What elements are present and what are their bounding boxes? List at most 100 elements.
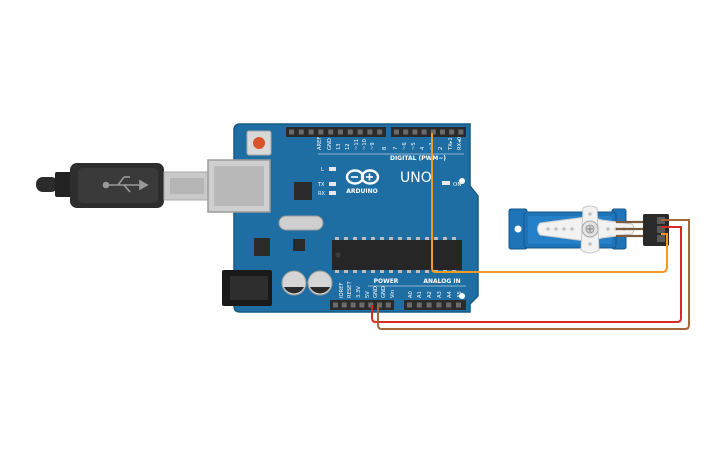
- header-hole[interactable]: [341, 302, 347, 308]
- reset-button[interactable]: [246, 130, 272, 156]
- header-hole[interactable]: [359, 302, 365, 308]
- signal-wire[interactable]: [431, 133, 668, 273]
- digital-pin-label: 13: [336, 143, 342, 150]
- arduino-logo-icon: [345, 169, 380, 185]
- digital-pin-label: GND: [327, 138, 333, 150]
- header-hole[interactable]: [403, 129, 409, 135]
- power-section-label: POWER: [374, 278, 399, 285]
- header-hole[interactable]: [357, 129, 363, 135]
- header-hole[interactable]: [385, 302, 391, 308]
- power-wire[interactable]: [371, 226, 682, 323]
- digital-header-left: [286, 127, 386, 137]
- header-hole[interactable]: [377, 302, 382, 308]
- header-hole[interactable]: [394, 129, 399, 135]
- header-hole[interactable]: [446, 302, 452, 308]
- analog-pin-label: A4: [447, 290, 453, 298]
- header-hole[interactable]: [426, 302, 432, 308]
- servo-mount-hole: [514, 225, 522, 233]
- digital-pin-label: TX▸1: [448, 137, 454, 151]
- capacitor: [281, 270, 307, 296]
- servo-connector-pin: [657, 226, 665, 233]
- digital-pin-label: ~11: [354, 139, 360, 150]
- analog-pin-label: A2: [427, 291, 433, 298]
- header-hole[interactable]: [368, 302, 374, 308]
- analog-section-label: ANALOG IN: [423, 278, 460, 285]
- header-hole[interactable]: [367, 129, 373, 135]
- header-hole[interactable]: [436, 302, 442, 308]
- analog-header: [404, 300, 466, 310]
- header-hole[interactable]: [449, 129, 455, 135]
- digital-pin-label: RX◂0: [457, 137, 463, 150]
- header-hole[interactable]: [328, 129, 334, 135]
- power-jack-face: [230, 276, 268, 300]
- digital-pin-label: 8: [382, 147, 388, 150]
- servo-lead-wires: [616, 220, 643, 238]
- power-pin-label: IOREF: [339, 283, 345, 298]
- header-hole[interactable]: [289, 129, 294, 135]
- usb-cable[interactable]: [36, 163, 211, 208]
- digital-pin-label: ~6: [402, 142, 408, 150]
- header-hole[interactable]: [298, 129, 304, 135]
- digital-section-label: DIGITAL (PWM~): [390, 155, 446, 162]
- digital-header-holes: [289, 129, 464, 135]
- regulator-chip: [254, 238, 270, 256]
- analog-pin-label: A1: [417, 291, 423, 298]
- l-led: [329, 167, 336, 171]
- header-hole[interactable]: [421, 129, 427, 135]
- header-hole[interactable]: [407, 302, 412, 308]
- mounting-hole: [459, 293, 465, 299]
- digital-pin-label: 12: [345, 143, 351, 150]
- servo-motor[interactable]: [508, 205, 669, 254]
- ground-wire[interactable]: [377, 219, 690, 330]
- header-hole[interactable]: [308, 129, 314, 135]
- header-hole[interactable]: [430, 129, 436, 135]
- board-model: UNO: [400, 170, 432, 186]
- header-hole[interactable]: [456, 302, 461, 308]
- microcontroller-chip: [332, 240, 462, 270]
- digital-pin-label: AREF: [317, 137, 323, 150]
- power-pin-label: GND: [381, 286, 387, 298]
- power-pin-label: Vin: [390, 290, 396, 298]
- header-hole[interactable]: [333, 302, 338, 308]
- power-pin-label: 3.3V: [356, 286, 362, 298]
- digital-pin-label: 4: [420, 146, 426, 150]
- header-hole[interactable]: [412, 129, 418, 135]
- power-pin-label: GND: [373, 286, 379, 298]
- mounting-hole: [459, 178, 465, 184]
- header-hole[interactable]: [347, 129, 353, 135]
- usb-cable-collar: [55, 172, 73, 197]
- usb-symbol-icon: [102, 176, 149, 193]
- analog-pin-label: A5: [457, 291, 463, 298]
- header-hole[interactable]: [458, 129, 464, 135]
- digital-pin-label: 2: [438, 147, 444, 150]
- usb-chip: [294, 182, 312, 200]
- bottom-header-holes: [333, 302, 461, 308]
- header-hole[interactable]: [318, 129, 324, 135]
- digital-pin-label: 7: [393, 147, 399, 150]
- usb-plug-metal-shade: [170, 178, 204, 194]
- usb-cable-strain-relief: [36, 177, 58, 192]
- analog-pin-label: A0: [408, 291, 414, 298]
- header-hole[interactable]: [416, 302, 422, 308]
- servo-connector: [643, 214, 669, 246]
- small-chip: [293, 239, 305, 251]
- rx-led-label: RX: [318, 191, 325, 197]
- rx-led: [329, 191, 336, 195]
- digital-pin-label: ~5: [411, 142, 417, 150]
- arduino-logo-text: ARDUINO: [346, 188, 377, 195]
- on-led: [442, 181, 450, 185]
- digital-pin-label: ~10: [362, 139, 368, 150]
- header-hole[interactable]: [440, 129, 445, 135]
- analog-pin-label: A3: [437, 291, 443, 298]
- header-hole[interactable]: [338, 129, 343, 135]
- digital-pin-label: ~9: [370, 142, 376, 150]
- header-hole[interactable]: [350, 302, 356, 308]
- header-hole[interactable]: [377, 129, 383, 135]
- power-pin-label: 5V: [365, 291, 371, 298]
- digital-header-right: [391, 127, 466, 137]
- capacitor: [307, 270, 333, 296]
- tx-led: [329, 182, 336, 186]
